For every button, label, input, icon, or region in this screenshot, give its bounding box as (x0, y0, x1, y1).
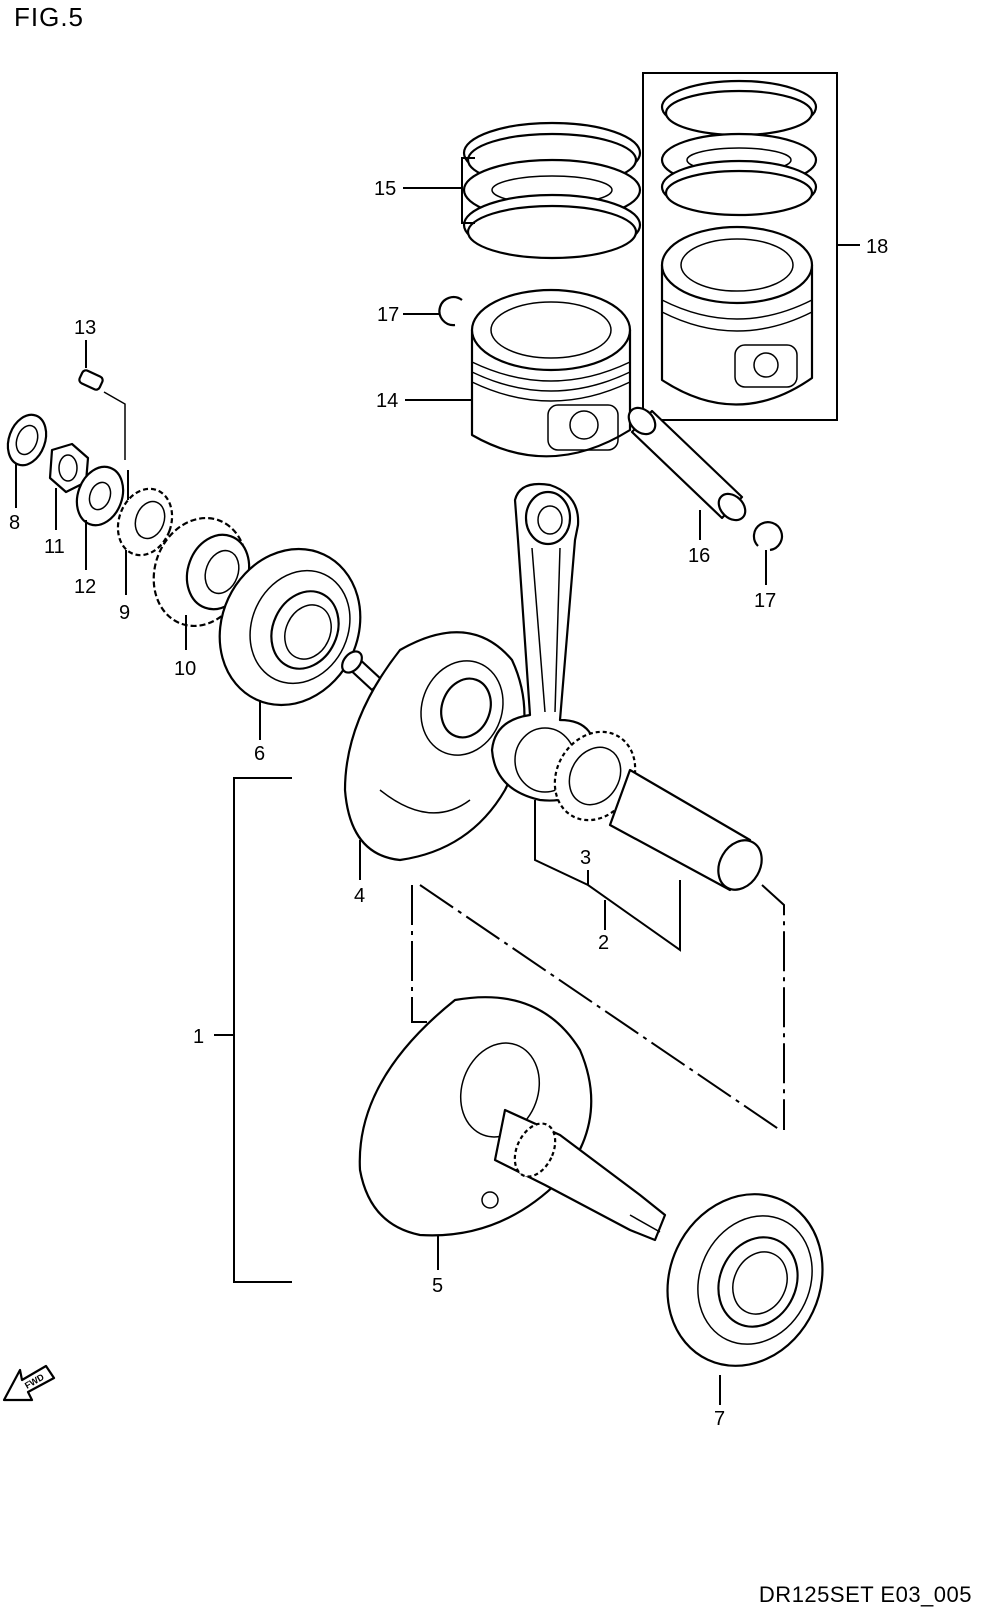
crankshaft-bearing-right (666, 1193, 824, 1367)
callout-6: 6 (254, 743, 265, 765)
figure-title: FIG.5 (14, 2, 85, 32)
connecting-rod (490, 482, 597, 802)
callout-10: 10 (174, 658, 196, 680)
callout-7: 7 (714, 1408, 725, 1430)
leader-lines (15, 187, 860, 1405)
piston (470, 288, 632, 458)
callout-9: 9 (119, 602, 130, 624)
piston-circlip-upper (438, 295, 463, 327)
piston-ring-set (461, 121, 642, 260)
callout-17a: 17 (377, 304, 399, 326)
crank-pin (608, 768, 763, 892)
piston-kit (642, 72, 838, 421)
crank-drive-gear (116, 487, 174, 557)
oil-seal (6, 413, 48, 467)
callout-3: 3 (580, 847, 591, 869)
callout-2: 2 (598, 932, 609, 954)
callout-5: 5 (432, 1275, 443, 1297)
callout-17b: 17 (754, 590, 776, 612)
crankshaft-right (358, 996, 667, 1242)
piston-circlip-lower (752, 521, 784, 552)
callout-4: 4 (354, 885, 365, 907)
callout-11: 11 (44, 536, 65, 558)
assembly-lines (127, 470, 785, 1131)
piston-pin (627, 406, 747, 522)
callout-16: 16 (688, 545, 710, 567)
crankshaft-left (341, 631, 526, 862)
callout-14: 14 (376, 390, 398, 412)
callout-13: 13 (74, 317, 96, 339)
callout-12: 12 (74, 576, 96, 598)
bracket-crankshaft-assembly (233, 777, 292, 1283)
callout-1: 1 (193, 1026, 204, 1048)
crankshaft-key (78, 369, 126, 460)
washer (75, 465, 125, 527)
drawing-code: DR125SET E03_005 (758, 1582, 972, 1607)
callout-labels: 1 2 3 4 5 6 7 8 9 10 11 12 13 14 15 16 1… (9, 178, 888, 1430)
callout-8: 8 (9, 512, 20, 534)
callout-18: 18 (866, 236, 888, 258)
callout-15: 15 (374, 178, 396, 200)
fwd-arrow-icon: FWD (2, 1364, 56, 1402)
